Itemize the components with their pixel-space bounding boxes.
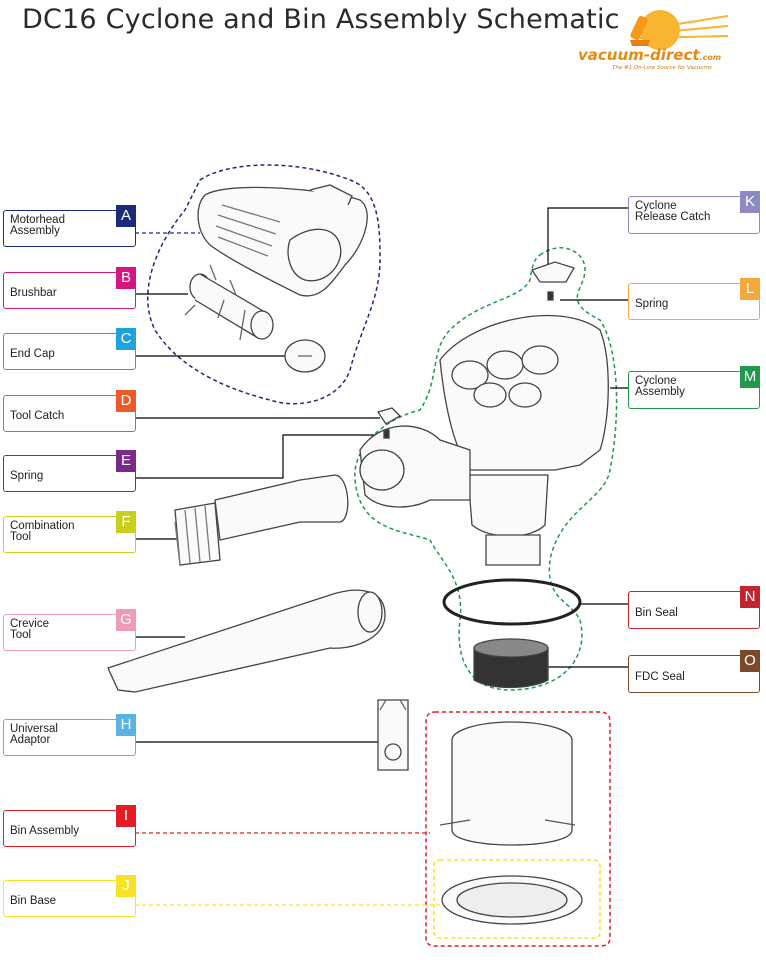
bin-seal-part [442, 578, 582, 626]
badge-letter: G [116, 609, 136, 631]
badge-letter: O [740, 650, 760, 672]
bin-base-group-outline [433, 859, 601, 939]
label-bin-assembly[interactable]: Bin Assembly I [3, 805, 136, 847]
logo-sunburst-icon [630, 10, 729, 50]
label-crevice-tool[interactable]: Crevice Tool G [3, 609, 136, 651]
cyclone-assembly-part [359, 314, 609, 566]
crevice-tool-part [107, 589, 386, 693]
label-tool-catch[interactable]: Tool Catch D [3, 390, 136, 432]
motorhead-assembly-part [197, 184, 368, 297]
vacuum-direct-logo[interactable]: vacuum-direct.com The #1 On-Line Source … [578, 6, 748, 76]
label-motorhead-assembly[interactable]: Motorhead Assembly A [3, 205, 136, 247]
badge-letter: I [116, 805, 136, 827]
bin-base-part [441, 875, 583, 925]
combination-tool-part [174, 474, 349, 566]
motorhead-group-outline [146, 164, 381, 405]
label-spring-e[interactable]: Spring E [3, 450, 136, 492]
brushbar-part [184, 264, 274, 341]
badge-letter: H [116, 714, 136, 736]
badge-letter: J [116, 875, 136, 897]
label-text: Spring [635, 298, 669, 310]
label-text: Cyclone Release Catch [635, 200, 711, 223]
logo-brand: vacuum-direct.com [578, 46, 722, 64]
badge-letter: K [740, 191, 760, 213]
badge-letter: L [740, 278, 760, 300]
label-fdc-seal[interactable]: FDC Seal O [628, 650, 760, 693]
label-text: Bin Base [10, 895, 57, 907]
bin-group-outline [425, 711, 611, 947]
end-cap-part [284, 339, 326, 373]
label-text: FDC Seal [635, 671, 685, 683]
page-title: DC16 Cyclone and Bin Assembly Schematic [22, 4, 620, 35]
cyclone-release-catch-part [530, 261, 575, 283]
badge-letter: N [740, 586, 760, 608]
label-combination-tool[interactable]: Combination Tool F [3, 511, 136, 553]
universal-adaptor-part [377, 699, 409, 771]
bin-assembly-part [439, 721, 576, 846]
label-text: Motorhead Assembly [10, 214, 65, 237]
label-end-cap[interactable]: End Cap C [3, 328, 136, 370]
label-universal-adaptor[interactable]: Universal Adaptor H [3, 714, 136, 756]
logo-tagline: The #1 On-Line Source for Vacuums [612, 65, 712, 71]
badge-letter: C [116, 328, 136, 350]
label-text: Bin Assembly [10, 825, 80, 837]
badge-letter: E [116, 450, 136, 472]
label-spring-l[interactable]: Spring L [628, 278, 760, 320]
badge-letter: D [116, 390, 136, 412]
label-text: Universal Adaptor [10, 723, 58, 746]
label-brushbar[interactable]: Brushbar B [3, 267, 136, 309]
label-text: Cyclone Assembly [635, 375, 685, 398]
label-text: Combination Tool [10, 520, 75, 543]
label-text: End Cap [10, 348, 55, 360]
badge-letter: B [116, 267, 136, 289]
label-cyclone-assembly[interactable]: Cyclone Assembly M [628, 366, 760, 409]
label-cyclone-release-catch[interactable]: Cyclone Release Catch K [628, 191, 760, 234]
badge-letter: F [116, 511, 136, 533]
badge-letter: M [740, 366, 760, 388]
tool-catch-part [376, 407, 402, 425]
label-bin-base[interactable]: Bin Base J [3, 875, 136, 917]
spring-e-part [383, 429, 390, 439]
label-text: Tool Catch [10, 410, 65, 422]
label-bin-seal[interactable]: Bin Seal N [628, 586, 760, 629]
spring-l-part [547, 291, 554, 301]
label-text: Bin Seal [635, 607, 678, 619]
badge-letter: A [116, 205, 136, 227]
label-text: Brushbar [10, 287, 57, 299]
label-text: Crevice Tool [10, 618, 49, 641]
fdc-seal-part [473, 638, 549, 689]
label-text: Spring [10, 470, 44, 482]
